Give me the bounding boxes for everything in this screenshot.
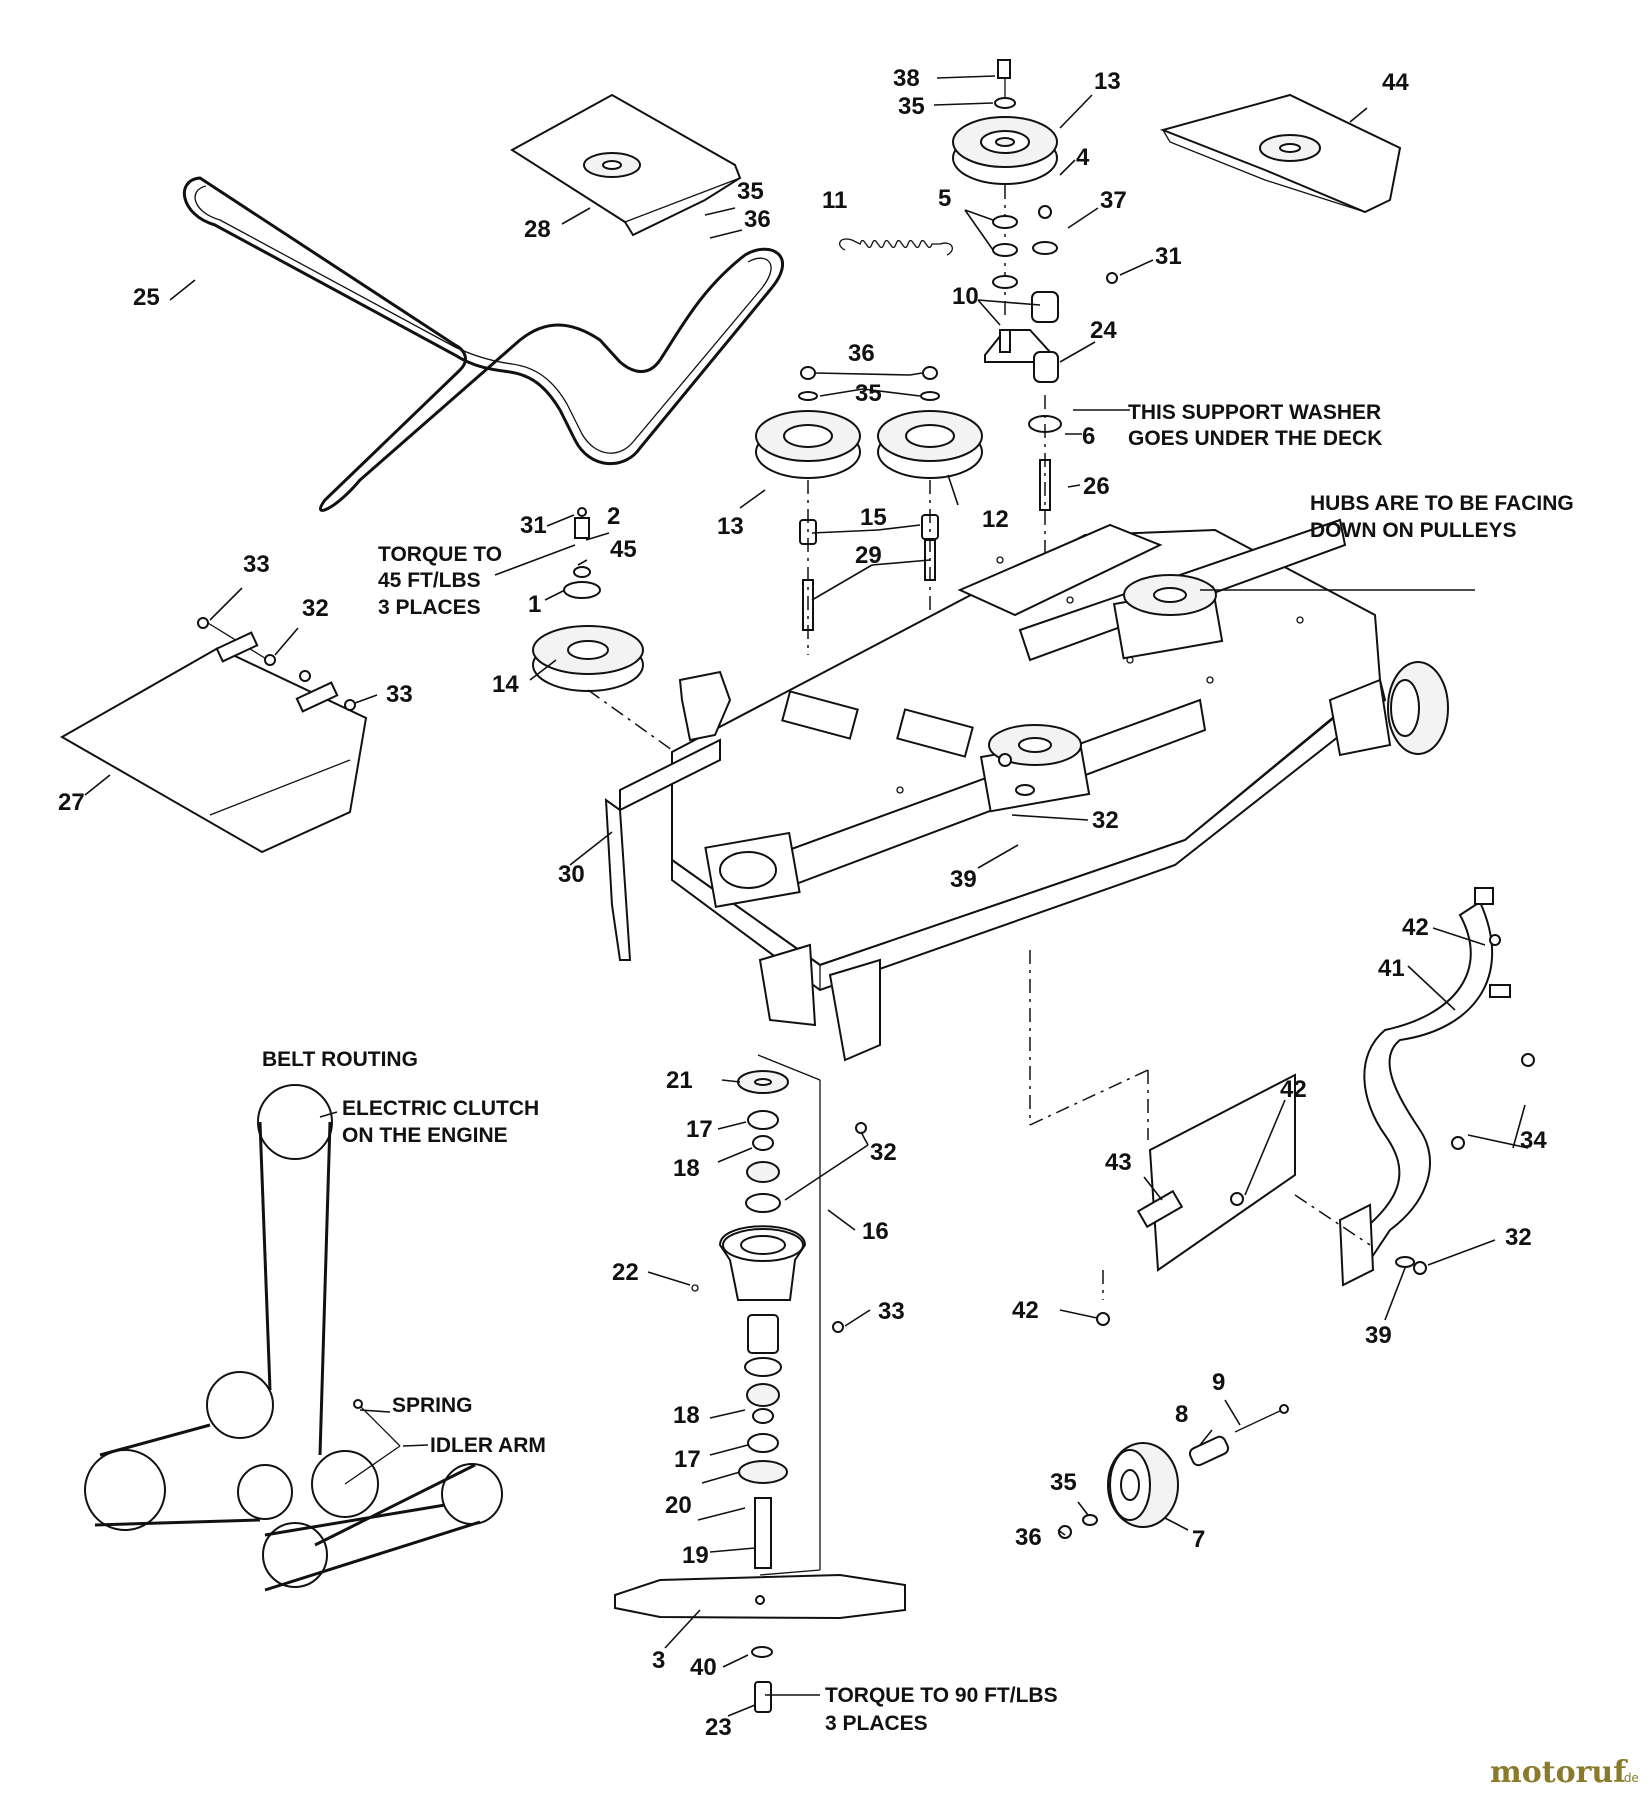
note-support-washer-line2: GOES UNDER THE DECK: [1128, 427, 1382, 450]
callout-32: 32: [1092, 807, 1119, 834]
note-torque45-line3: 3 PLACES: [378, 596, 481, 619]
callout-23: 23: [705, 1714, 732, 1741]
callout-2: 2: [607, 503, 620, 530]
assembly-notes: THIS SUPPORT WASHER GOES UNDER THE DECK …: [262, 401, 1574, 1735]
callout-8: 8: [1175, 1401, 1188, 1428]
callout-15: 15: [860, 504, 887, 531]
callout-11: 11: [822, 187, 847, 214]
label-idler-arm: IDLER ARM: [430, 1434, 546, 1457]
callout-36: 36: [744, 206, 771, 233]
motoruf-watermark: motoruf .de: [1490, 1755, 1639, 1790]
callout-33: 33: [243, 551, 270, 578]
callout-32: 32: [1505, 1224, 1532, 1251]
callout-25: 25: [133, 284, 160, 311]
note-torque90-line2: 3 PLACES: [825, 1712, 928, 1735]
note-torque90-line1: TORQUE TO 90 FT/LBS: [825, 1684, 1058, 1707]
label-electric-clutch-line2: ON THE ENGINE: [342, 1124, 508, 1147]
note-hubs-line1: HUBS ARE TO BE FACING: [1310, 492, 1574, 515]
belt-routing-title: BELT ROUTING: [262, 1048, 418, 1071]
callout-38: 38: [893, 65, 920, 92]
anti-scalp-wheel: [1058, 1404, 1289, 1539]
spindle-assembly: [614, 1054, 906, 1713]
bracket-43: [1096, 1073, 1427, 1326]
callout-34: 34: [1520, 1127, 1547, 1154]
mower-deck-30: [604, 518, 1449, 1140]
callout-10: 10: [952, 283, 979, 310]
callout-24: 24: [1090, 317, 1117, 344]
callout-42: 42: [1012, 1297, 1039, 1324]
note-torque45-line1: TORQUE TO: [378, 543, 502, 566]
label-electric-clutch-line1: ELECTRIC CLUTCH: [342, 1097, 539, 1120]
callout-27: 27: [58, 789, 85, 816]
chute-41: [1348, 887, 1535, 1262]
idler-spring: [839, 238, 953, 256]
callout-36: 36: [848, 340, 875, 367]
callout-5: 5: [938, 185, 951, 212]
discharge-chute-27: [59, 646, 368, 854]
callout-14: 14: [492, 671, 519, 698]
callout-3: 3: [652, 1647, 665, 1674]
callout-31: 31: [1155, 243, 1182, 270]
idler-pulley-top: [952, 59, 1118, 650]
idler-pulley-right: [877, 366, 983, 720]
callout-12: 12: [982, 506, 1009, 533]
callout-42: 42: [1280, 1076, 1307, 1103]
callout-17: 17: [674, 1446, 701, 1473]
callout-21: 21: [666, 1067, 693, 1094]
callout-33: 33: [878, 1298, 905, 1325]
watermark-text: motoruf: [1490, 1755, 1628, 1790]
idler-pulley-left: [755, 366, 861, 655]
callout-18: 18: [673, 1155, 700, 1182]
note-torque45-line2: 45 FT/LBS: [378, 569, 481, 592]
callout-7: 7: [1192, 1526, 1205, 1553]
callout-20: 20: [665, 1492, 692, 1519]
belt-routing-schematic: [84, 1084, 503, 1592]
leader-lines: [84, 75, 1529, 1717]
callout-16: 16: [862, 1218, 889, 1245]
callout-6: 6: [1082, 423, 1095, 450]
callout-1: 1: [528, 591, 541, 618]
callout-30: 30: [558, 861, 585, 888]
callout-26: 26: [1083, 473, 1110, 500]
callout-18: 18: [673, 1402, 700, 1429]
callout-22: 22: [612, 1259, 639, 1286]
callout-39: 39: [1365, 1322, 1392, 1349]
drive-pulley-14: [532, 507, 771, 821]
callout-37: 37: [1100, 187, 1127, 214]
callout-35: 35: [855, 380, 882, 407]
callout-13: 13: [1094, 68, 1121, 95]
callout-31: 31: [520, 512, 547, 539]
callout-numbers: 38 35 13 4 5 37 31 10 24 6 26 44 11 35 3…: [58, 65, 1547, 1741]
note-hubs-line2: DOWN ON PULLEYS: [1310, 519, 1517, 542]
belt-cover-44: [1159, 93, 1402, 214]
callout-13: 13: [717, 513, 744, 540]
callout-35: 35: [737, 178, 764, 205]
callout-9: 9: [1212, 1369, 1225, 1396]
belt-cover-28: [510, 93, 742, 237]
note-support-washer-line1: THIS SUPPORT WASHER: [1128, 401, 1381, 424]
callout-35: 35: [1050, 1469, 1077, 1496]
callout-39: 39: [950, 866, 977, 893]
callout-41: 41: [1378, 955, 1405, 982]
hinge-hardware: [197, 617, 356, 713]
callout-43: 43: [1105, 1149, 1132, 1176]
callout-32: 32: [870, 1139, 897, 1166]
callout-35: 35: [898, 93, 925, 120]
callout-42: 42: [1402, 914, 1429, 941]
callout-33: 33: [386, 681, 413, 708]
deck-belt: [182, 176, 784, 512]
callout-40: 40: [690, 1654, 717, 1681]
callout-28: 28: [524, 216, 551, 243]
callout-29: 29: [855, 542, 882, 569]
callout-45: 45: [610, 536, 637, 563]
watermark-suffix: .de: [1620, 1771, 1639, 1785]
callout-17: 17: [686, 1116, 713, 1143]
callout-32: 32: [302, 595, 329, 622]
callout-44: 44: [1382, 69, 1409, 96]
callout-4: 4: [1076, 144, 1090, 171]
callout-19: 19: [682, 1542, 709, 1569]
callout-36: 36: [1015, 1524, 1042, 1551]
label-spring: SPRING: [392, 1394, 473, 1417]
